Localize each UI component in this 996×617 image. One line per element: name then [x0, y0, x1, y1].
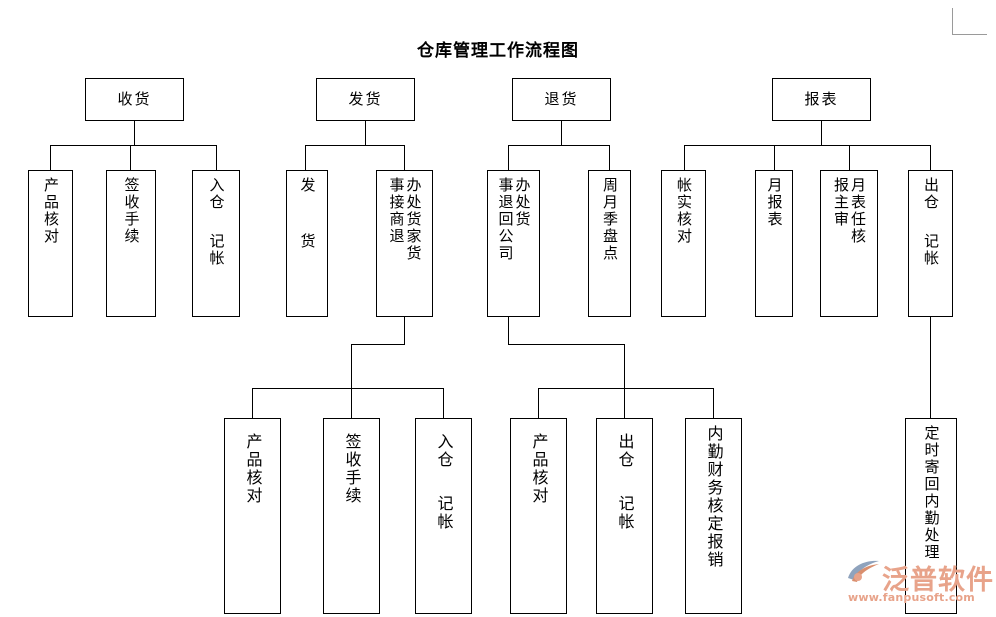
- node-text-col-right: 报主审: [832, 177, 850, 228]
- node-text-2: 记帐: [922, 233, 940, 267]
- connector-shouhuo-bus: [50, 145, 217, 146]
- connector-fahuo-sub-jog: [351, 344, 405, 345]
- node-baobiao-approval[interactable]: 报主审 月表任核: [820, 170, 878, 317]
- connector-row2-fh-drop-2: [351, 388, 352, 418]
- node-text: 周月季盘点: [601, 177, 619, 262]
- node-row2-th-finance-reimburse[interactable]: 内勤财务核定报销: [685, 418, 742, 614]
- node-root-tuihuo[interactable]: 退货: [512, 78, 611, 121]
- node-text-col-left: 月表任核: [849, 177, 867, 245]
- node-text: 定时寄回内勤处理: [922, 425, 941, 561]
- connector-row2-th-drop-2: [624, 388, 625, 418]
- node-baobiao-account-reconcile[interactable]: 帐实核对: [661, 170, 706, 317]
- connector-tuihuo-sub-stem: [508, 317, 509, 344]
- connector-baobiao-drop-3: [849, 145, 850, 170]
- page-corner-mark: [952, 8, 987, 35]
- connector-tuihuo-bus: [508, 145, 610, 146]
- connector-baobiao-drop-2: [774, 145, 775, 170]
- fanpu-logo-icon: [848, 560, 879, 582]
- node-row2-fh-inbound-record[interactable]: 入仓 记帐: [415, 418, 472, 614]
- connector-shouhuo-drop-1: [50, 145, 51, 170]
- node-fahuo-merchant-return[interactable]: 事接商退 办处货家货: [376, 170, 433, 317]
- node-text-col-right: 事接商退: [387, 177, 406, 245]
- node-row2-bb-mail-to-office[interactable]: 定时寄回内勤处理: [905, 418, 957, 614]
- node-text-col-left: 办处货家货: [404, 177, 423, 262]
- connector-row2-th-bus: [538, 388, 714, 389]
- node-text: 产品核对: [529, 433, 549, 505]
- node-shouhuo-signoff[interactable]: 签收手续: [106, 170, 156, 317]
- connector-tuihuo-drop-2: [609, 145, 610, 170]
- node-tuihuo-return-to-company[interactable]: 事退回公司 办处货: [487, 170, 540, 317]
- page-title: 仓库管理工作流程图: [417, 41, 579, 61]
- node-text: 入仓: [434, 433, 454, 469]
- node-root-fahuo[interactable]: 发货: [316, 78, 415, 121]
- connector-baobiao-bus: [684, 145, 930, 146]
- connector-baobiao-drop-1: [684, 145, 685, 170]
- connector-shouhuo-drop-2: [130, 145, 131, 170]
- node-text-2: 记帐: [615, 495, 635, 531]
- node-row2-fh-product-check[interactable]: 产品核对: [224, 418, 281, 614]
- node-row2-th-product-check[interactable]: 产品核对: [510, 418, 567, 614]
- node-text: 帐实核对: [675, 177, 693, 245]
- node-text: 出仓: [615, 433, 635, 469]
- node-text-2: 货: [298, 233, 317, 250]
- node-baobiao-outbound-record[interactable]: 出仓 记帐: [908, 170, 953, 317]
- connector-fahuo-sub-drop: [351, 344, 352, 388]
- connector-tuihuo-sub-drop: [624, 344, 625, 388]
- node-text: 签收手续: [122, 177, 141, 245]
- connector-baobiao-stem: [821, 121, 822, 145]
- connector-fahuo-drop-2: [404, 145, 405, 170]
- connector-row2-th-drop-1: [538, 388, 539, 418]
- connector-fahuo-bus: [305, 145, 405, 146]
- node-shouhuo-inbound-record[interactable]: 入仓 记帐: [192, 170, 240, 317]
- node-text-2: 记帐: [434, 495, 454, 531]
- connector-tuihuo-sub-jog: [508, 344, 624, 345]
- connector-shouhuo-stem: [134, 121, 135, 145]
- connector-fahuo-drop-1: [305, 145, 306, 170]
- connector-fahuo-sub-stem: [404, 317, 405, 344]
- connector-fahuo-stem: [365, 121, 366, 145]
- node-text-col-right: 事退回公司: [496, 177, 515, 262]
- connector-row2-fh-drop-1: [252, 388, 253, 418]
- connector-row2-fh-drop-3: [443, 388, 444, 418]
- node-text: 内勤财务核定报销: [704, 425, 724, 569]
- node-row2-th-outbound-record[interactable]: 出仓 记帐: [596, 418, 653, 614]
- node-text: 发: [298, 177, 317, 194]
- node-text: 产品核对: [42, 177, 60, 245]
- connector-shouhuo-drop-3: [216, 145, 217, 170]
- node-text: 月报表: [765, 177, 784, 228]
- node-fahuo-ship[interactable]: 发 货: [286, 170, 328, 317]
- node-text: 入仓: [207, 177, 226, 211]
- node-row2-fh-signoff[interactable]: 签收手续: [323, 418, 380, 614]
- node-text-col-left: 办处货: [513, 177, 532, 228]
- node-tuihuo-stocktake[interactable]: 周月季盘点: [588, 170, 631, 317]
- connector-tuihuo-drop-1: [508, 145, 509, 170]
- node-text-2: 记帐: [207, 233, 226, 267]
- node-text: 签收手续: [342, 433, 362, 505]
- node-text: 出仓: [922, 177, 940, 211]
- node-text: 产品核对: [243, 433, 263, 505]
- node-shouhuo-product-check[interactable]: 产品核对: [28, 170, 73, 317]
- connector-baobiao-sub-stem: [930, 317, 931, 418]
- node-root-baobiao[interactable]: 报表: [772, 78, 871, 121]
- connector-row2-fh-bus: [252, 388, 444, 389]
- connector-baobiao-drop-4: [930, 145, 931, 170]
- node-root-shouhuo[interactable]: 收货: [85, 78, 184, 121]
- connector-row2-th-drop-3: [713, 388, 714, 418]
- connector-tuihuo-stem: [561, 121, 562, 145]
- node-baobiao-monthly-report[interactable]: 月报表: [755, 170, 793, 317]
